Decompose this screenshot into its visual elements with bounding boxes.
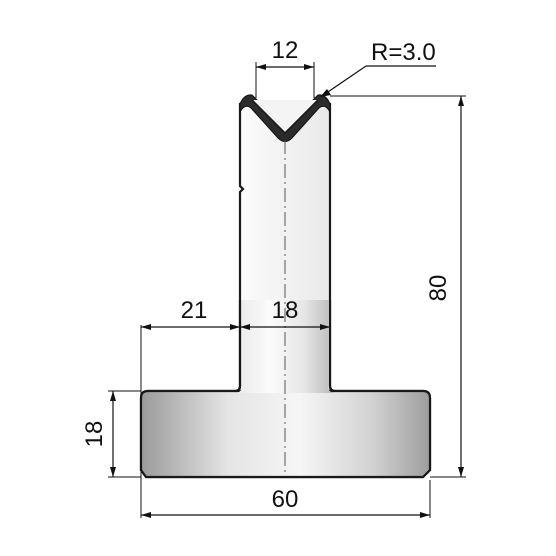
arrow-stem-right	[320, 324, 330, 330]
leader-radius-diag	[321, 65, 367, 97]
arrow-height-bottom	[458, 467, 464, 477]
arrow-v-opening-left	[256, 64, 266, 70]
dim-radius: R=3.0	[371, 39, 436, 66]
arrow-height-top	[458, 96, 464, 106]
arrow-stem-left	[240, 324, 250, 330]
dim-base-width: 60	[272, 486, 299, 513]
dim-left-shoulder: 21	[181, 297, 208, 324]
arrow-shoulder-left	[141, 324, 151, 330]
dim-stem-width: 18	[272, 297, 299, 324]
v-groove	[251, 99, 319, 135]
arrow-base-height-top	[110, 391, 116, 401]
arrow-shoulder-right	[230, 324, 240, 330]
dim-base-height: 18	[81, 421, 108, 448]
dim-total-height: 80	[425, 275, 452, 302]
arrow-base-width-left	[141, 512, 151, 518]
arrow-base-width-right	[420, 512, 430, 518]
dim-v-opening: 12	[272, 37, 299, 64]
stem-shoulder-outline	[234, 300, 336, 393]
arrow-v-opening-right	[304, 64, 314, 70]
arrow-base-height-bottom	[110, 467, 116, 477]
arrow-radius	[320, 89, 331, 97]
stem-shoulder-fill	[236, 300, 334, 393]
